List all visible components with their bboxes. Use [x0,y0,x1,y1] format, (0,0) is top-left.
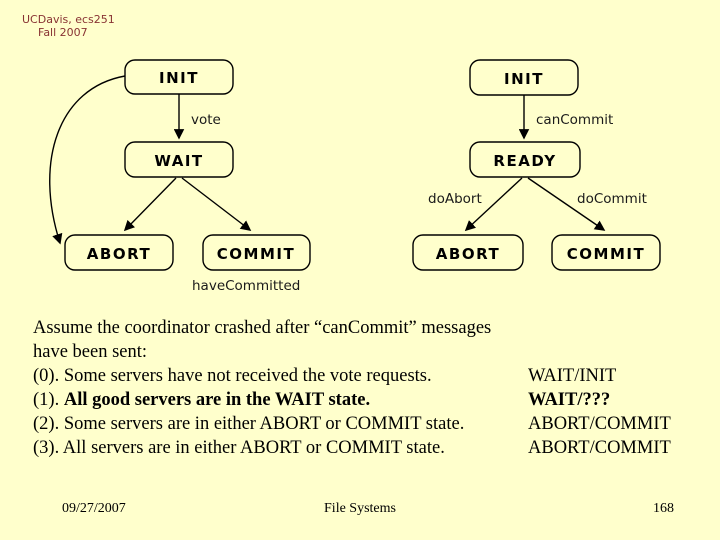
state-answers-column: WAIT/INIT WAIT/??? ABORT/COMMIT ABORT/CO… [528,364,671,460]
right-state-ready-label: READY [493,152,556,170]
explanation-item1-prefix: (1). [33,390,64,410]
course-header-line1: UCDavis, ecs251 [22,13,115,26]
left-state-abort-label: ABORT [87,245,151,263]
left-state-init-label: INIT [159,69,199,87]
right-state-diagram [412,59,661,271]
left-edge-vote-label: vote [191,112,221,128]
left-state-wait-box [124,141,234,178]
answer-0: WAIT/INIT [528,366,617,386]
explanation-line2: have been sent: [33,342,148,362]
right-edge-doabort-label: doAbort [428,191,482,207]
right-state-abort-box [412,234,524,271]
state-diagrams: INIT vote WAIT ABORT COMMIT haveCommitte… [49,59,661,294]
right-state-ready-box [469,141,581,178]
right-arrow-to-abort [464,177,523,232]
right-state-commit-label: COMMIT [567,245,645,263]
explanation-item1: (1). All good servers are in the WAIT st… [33,388,553,412]
footer-page-number: 168 [653,501,674,516]
explanation-item2: (2). Some servers are in either ABORT or… [33,414,465,434]
course-header: UCDavis, ecs251 Fall 2007 [22,13,115,39]
right-edge-docommit-label: doCommit [577,191,647,207]
left-state-abort-box [64,234,174,271]
left-state-commit-box [202,234,311,271]
left-arrow-to-abort [123,177,177,232]
explanation-item3: (3). All servers are in either ABORT or … [33,438,445,458]
right-diagram-text: INIT canCommit READY doAbort doCommit AB… [428,70,647,263]
answer-3: ABORT/COMMIT [528,438,671,458]
slide-footer: 09/27/2007 File Systems 168 [0,501,720,521]
left-have-committed-label: haveCommitted [192,278,300,294]
left-state-commit-label: COMMIT [217,245,295,263]
left-diagram-text: INIT vote WAIT ABORT COMMIT haveCommitte… [87,69,301,294]
right-state-abort-label: ABORT [436,245,500,263]
explanation-text: Assume the coordinator crashed after “ca… [33,316,553,460]
left-state-wait-label: WAIT [154,152,203,170]
right-edge-cancommit-label: canCommit [536,112,613,128]
left-arc-init-to-abort [49,75,126,245]
course-header-line2: Fall 2007 [38,26,88,39]
right-state-commit-box [551,234,661,271]
right-state-init-label: INIT [504,70,544,88]
footer-date: 09/27/2007 [62,501,126,516]
explanation-item1-bold: All good servers are in the WAIT state. [63,390,371,410]
explanation-item0: (0). Some servers have not received the … [33,366,432,386]
left-arrow-to-commit [181,177,252,231]
right-arrow-to-commit [527,177,606,231]
footer-title: File Systems [324,501,396,516]
answer-2: ABORT/COMMIT [528,414,671,434]
answer-1: WAIT/??? [528,390,611,410]
explanation-line1: Assume the coordinator crashed after “ca… [33,318,492,338]
left-state-diagram [49,59,311,271]
